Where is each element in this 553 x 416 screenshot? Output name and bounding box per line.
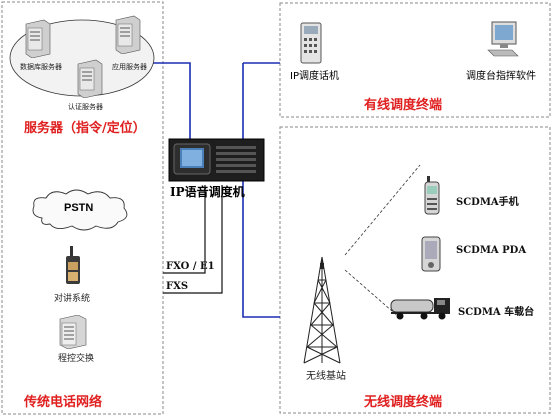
mobile-phone-icon bbox=[424, 176, 440, 215]
ip-phone-label: IP调度话机 bbox=[290, 71, 339, 82]
database-server-icon bbox=[25, 19, 51, 58]
left-group-frame bbox=[1, 1, 164, 415]
auth-server-label: 认证服务器 bbox=[68, 103, 103, 111]
link-fxo bbox=[163, 185, 206, 274]
console-software-label: 调度台指挥软件 bbox=[466, 71, 536, 82]
radio-beam-lower bbox=[344, 269, 401, 319]
wireless-group-title: 无线调度终端 bbox=[364, 395, 443, 410]
pda-icon bbox=[421, 236, 441, 272]
radio-beam-upper bbox=[344, 164, 421, 256]
walkie-talkie-icon bbox=[66, 246, 80, 284]
legacy-group-title: 传统电话网络 bbox=[24, 395, 103, 410]
pstn-label: PSTN bbox=[64, 202, 94, 214]
link-backbone bbox=[242, 63, 280, 318]
wired-group-title: 有线调度终端 bbox=[364, 98, 443, 113]
ip-phone-icon bbox=[300, 22, 322, 64]
server-group-title: 服务器（指令/定位） bbox=[24, 121, 146, 136]
dispatch-machine-icon bbox=[168, 138, 265, 182]
link-servers bbox=[152, 62, 191, 140]
wired-group-frame bbox=[279, 2, 551, 118]
pbx-icon bbox=[59, 315, 87, 349]
pbx-label: 程控交换 bbox=[58, 354, 95, 364]
dispatch-machine-title: IP语音调度机 bbox=[170, 185, 245, 199]
intercom-label: 对讲系统 bbox=[54, 294, 91, 304]
application-server-label: 应用服务器 bbox=[112, 63, 147, 71]
scdma-phone-label: SCDMA手机 bbox=[456, 197, 519, 208]
auth-server-icon bbox=[77, 59, 103, 98]
scdma-pda-label: SCDMA PDA bbox=[456, 245, 527, 256]
radio-tower-icon bbox=[303, 256, 341, 364]
database-server-label: 数据库服务器 bbox=[20, 63, 62, 71]
pstn-cloud-icon bbox=[32, 189, 128, 231]
wireless-group-frame bbox=[279, 126, 551, 414]
application-server-icon bbox=[115, 15, 141, 54]
link-fxs bbox=[163, 185, 223, 294]
tower-label: 无线基站 bbox=[306, 371, 346, 382]
port-fxo-label: FXO / E1 bbox=[166, 261, 215, 272]
console-computer-icon bbox=[487, 21, 519, 57]
port-fxs-label: FXS bbox=[166, 281, 189, 292]
scdma-vehicle-label: SCDMA 车载台 bbox=[458, 307, 535, 318]
vehicle-icon bbox=[390, 298, 450, 320]
